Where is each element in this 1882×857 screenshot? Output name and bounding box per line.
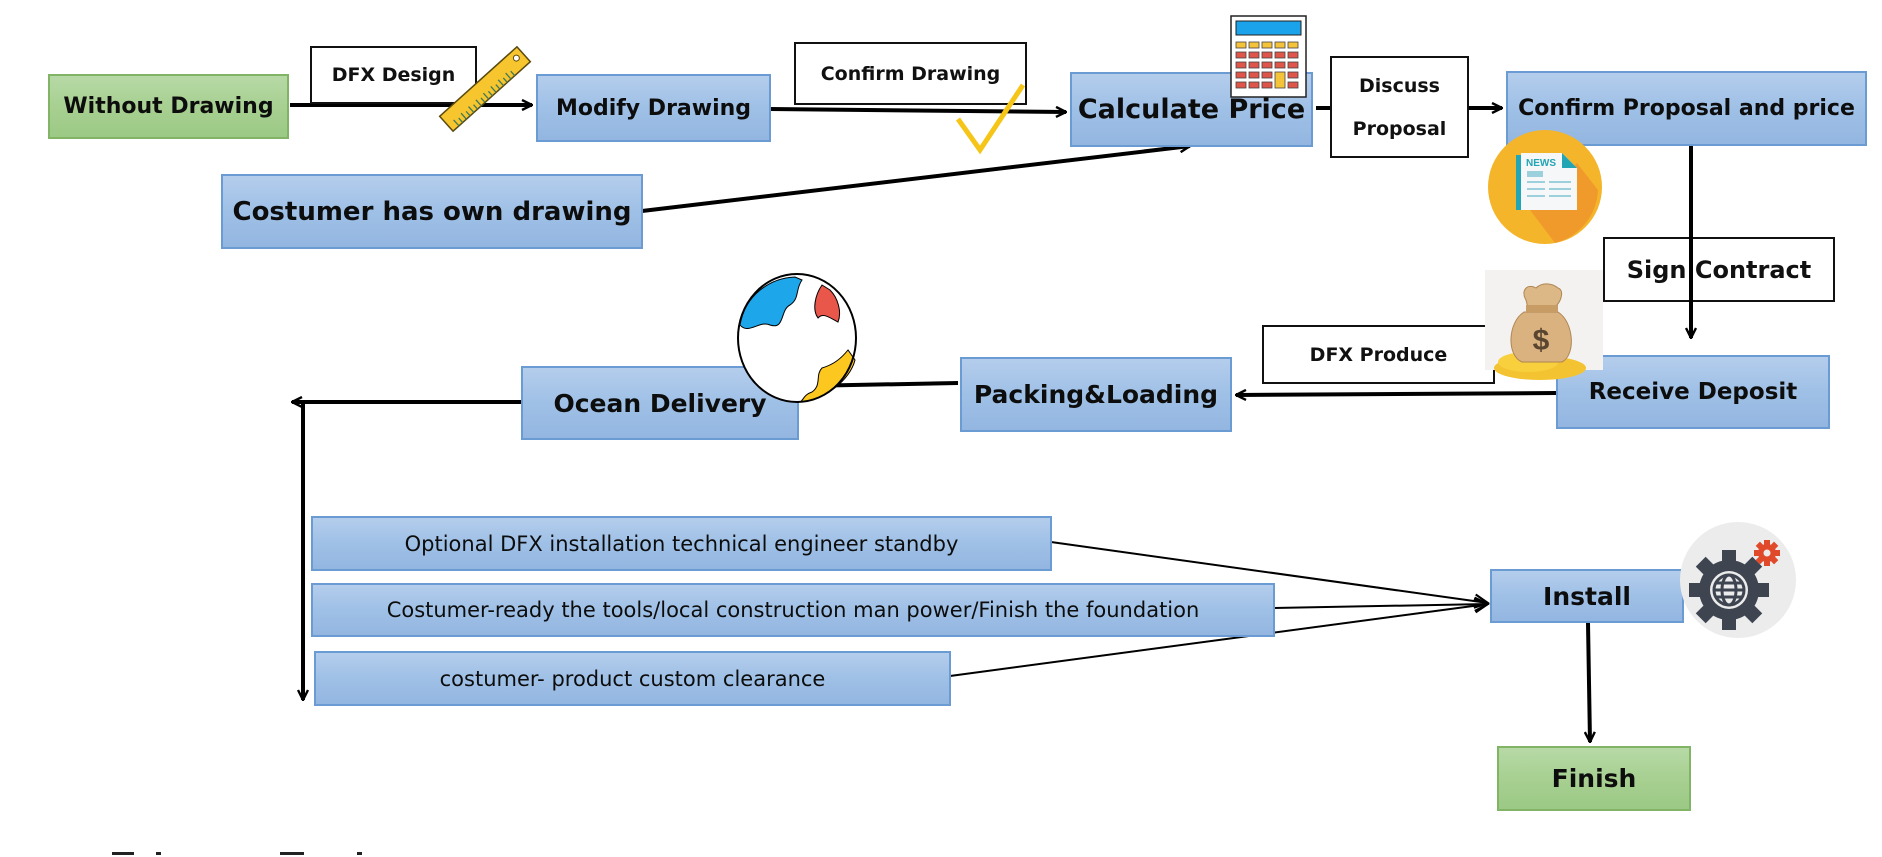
node-without-drawing: Without Drawing <box>48 74 289 139</box>
node-own-drawing: Costumer has own drawing <box>221 174 643 249</box>
prereq-optional-engineer: Optional DFX installation technical engi… <box>311 516 1052 571</box>
edge-label-sign-contract: Sign Contract <box>1603 237 1835 302</box>
node-install: Install <box>1490 569 1684 623</box>
edge-label-text: Sign Contract <box>1626 255 1812 284</box>
node-packing-loading: Packing&Loading <box>960 357 1232 432</box>
node-confirm-proposal: Confirm Proposal and price <box>1506 71 1867 146</box>
edge-label-text: DFX Design <box>331 64 456 86</box>
arrow-install-to-finish <box>1588 622 1590 742</box>
node-finish: Finish <box>1497 746 1691 811</box>
prereq-label: costumer- product custom clearance <box>439 666 826 691</box>
node-label: Packing&Loading <box>973 380 1219 409</box>
edge-label-text: Discuss <box>1358 74 1440 97</box>
prereq-customer-ready: Costumer-ready the tools/local construct… <box>311 583 1275 637</box>
arrow-own-drawing-to-calculate <box>641 146 1190 213</box>
node-label: Confirm Proposal and price <box>1518 96 1855 121</box>
edge-label-text: DFX Produce <box>1309 343 1448 366</box>
node-receive-deposit: Receive Deposit <box>1556 355 1830 429</box>
node-label: Without Drawing <box>63 94 274 119</box>
edge-label-text: Proposal <box>1352 117 1447 140</box>
edge-label-text: Confirm Drawing <box>820 62 1001 85</box>
node-label: Ocean Delivery <box>553 388 767 418</box>
clipped-bottom-heading <box>112 848 472 857</box>
node-calculate-price: Calculate Price <box>1070 72 1313 147</box>
arrow-clearance-to-install <box>949 604 1488 677</box>
node-label: Receive Deposit <box>1588 379 1798 405</box>
node-label: Finish <box>1551 764 1637 793</box>
node-ocean-delivery: Ocean Delivery <box>521 366 799 440</box>
node-label: Costumer has own drawing <box>232 196 632 227</box>
edge-label-discuss-proposal: Discuss Proposal <box>1330 56 1469 158</box>
arrow-modify-to-calculate <box>769 109 1066 112</box>
prereq-custom-clearance: costumer- product custom clearance <box>314 651 951 706</box>
prereq-label: Costumer-ready the tools/local construct… <box>386 598 1200 622</box>
arrow-packing-to-ocean <box>802 383 959 386</box>
edge-label-confirm-drawing: Confirm Drawing <box>794 42 1027 105</box>
arrow-deposit-to-packing <box>1236 393 1557 395</box>
edge-label-dfx-design: DFX Design <box>310 46 477 104</box>
node-label: Modify Drawing <box>555 95 752 121</box>
arrow-optional-to-install <box>1050 541 1488 603</box>
node-modify-drawing: Modify Drawing <box>536 74 771 142</box>
prereq-label: Optional DFX installation technical engi… <box>404 531 959 556</box>
arrow-ready-to-install <box>1273 604 1488 608</box>
edge-label-dfx-produce: DFX Produce <box>1262 325 1495 384</box>
node-label: Calculate Price <box>1077 94 1306 125</box>
node-label: Install <box>1543 581 1631 611</box>
